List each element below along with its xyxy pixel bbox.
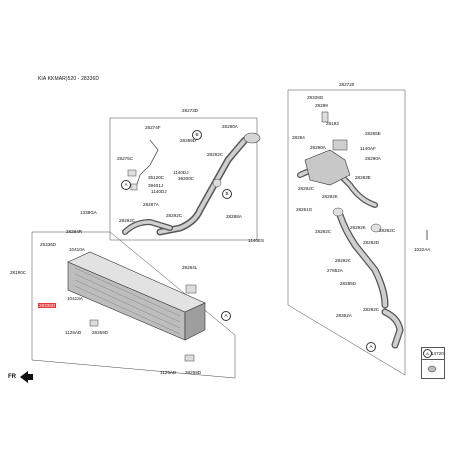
part-label[interactable]: 28289D (180, 138, 197, 143)
part-label[interactable]: 28284 (292, 135, 305, 140)
part-label[interactable]: 28292K (350, 225, 366, 230)
part-label[interactable]: 28352A (336, 313, 352, 318)
part-label[interactable]: 1140AF (360, 146, 376, 151)
intercooler-core (67, 251, 206, 341)
part-label[interactable]: 10410A (69, 247, 85, 252)
part-label[interactable]: 28273D (182, 108, 199, 113)
group-box-engine-side (287, 89, 406, 376)
part-label[interactable]: 28259D (92, 330, 109, 335)
clamp-right-b (370, 223, 382, 233)
callout-b[interactable]: B (222, 189, 232, 199)
part-label[interactable]: 10413A (67, 296, 83, 301)
wiring-bracket-part (134, 139, 159, 191)
part-label[interactable]: 28193 (326, 121, 339, 126)
legend-box: A 14720 (421, 347, 445, 379)
part-label[interactable]: 39401J (148, 183, 164, 188)
bracket-small (130, 183, 138, 191)
hose-lower-left-inner (123, 220, 172, 234)
callout-a[interactable]: A (121, 180, 131, 190)
part-label[interactable]: 28290A (310, 145, 326, 150)
part-label[interactable]: 28287A (143, 202, 159, 207)
clamp-right-a (332, 207, 344, 217)
part-label[interactable]: 28292C (166, 213, 183, 218)
part-label[interactable]: 1125AD (160, 370, 177, 375)
sensor-top-right (321, 111, 329, 123)
part-label[interactable]: 28288A (226, 214, 242, 219)
part-label[interactable]: 28292C (298, 186, 315, 191)
part-label[interactable]: 28289 (315, 103, 328, 108)
fr-arrow (20, 371, 33, 383)
part-label[interactable]: 28292C (335, 258, 352, 263)
part-label[interactable]: 1022AA (414, 247, 431, 252)
part-label[interactable]: 1338GA (80, 210, 97, 215)
part-label[interactable]: 28292C (363, 307, 380, 312)
diagram-title: KIA KKMAR)520 - 28336D (38, 76, 100, 82)
part-label[interactable]: 28290A (222, 124, 238, 129)
intercooler-mount-upper (185, 284, 197, 294)
legend-header: A 14720 (422, 348, 444, 360)
legend-part-icon (427, 365, 437, 373)
callout-a[interactable]: A (366, 342, 376, 352)
group-box-intercooler (31, 231, 236, 379)
sensor-round-part (212, 178, 222, 188)
part-label[interactable]: 28328G (307, 95, 324, 100)
hose-right-mid-inner (337, 212, 388, 308)
throttle-housing (304, 149, 351, 186)
part-label-highlighted[interactable]: 28336D (38, 303, 57, 308)
part-label[interactable]: 28265E (365, 131, 381, 136)
part-label[interactable]: 35120C (148, 175, 165, 180)
part-label[interactable]: 28292C (315, 229, 332, 234)
part-label[interactable]: 28292C (379, 228, 396, 233)
part-label[interactable]: 28274F (145, 125, 161, 130)
part-label[interactable]: 28290A (365, 156, 381, 161)
part-label[interactable]: 1140ES (248, 238, 265, 243)
part-label[interactable]: 28275C (117, 156, 134, 161)
part-label[interactable]: 28261G (296, 207, 313, 212)
part-label[interactable]: 28292K (322, 194, 338, 199)
legend-callout-a: A (423, 349, 432, 358)
hose-clamp-top (243, 132, 261, 144)
part-label[interactable]: 39200C (178, 176, 195, 181)
part-label[interactable]: 28292C (119, 218, 136, 223)
part-label[interactable]: 28259D (185, 370, 202, 375)
hose-right-lower-inner (382, 309, 403, 348)
part-label[interactable]: 28285D (340, 281, 357, 286)
legend-code[interactable]: 14720 (431, 351, 444, 356)
callout-a[interactable]: A (221, 311, 231, 321)
hose-upper-left-inner (158, 138, 247, 234)
part-label[interactable]: 28284L (182, 265, 198, 270)
intercooler-bracket-right (184, 354, 195, 362)
callout-b[interactable]: B (192, 130, 202, 140)
part-label[interactable]: 28292C (207, 152, 224, 157)
part-label[interactable]: 282720 (339, 82, 355, 87)
actuator-part (332, 139, 348, 151)
part-label[interactable]: 28292D (363, 240, 380, 245)
sensor-bracket (127, 169, 137, 177)
part-label[interactable]: 1140DJ (173, 170, 189, 175)
intercooler-bracket-left (89, 319, 99, 327)
part-label[interactable]: 25336D (40, 242, 57, 247)
part-label[interactable]: 28190C (10, 270, 27, 275)
orientation-label: FR (8, 374, 16, 380)
part-label[interactable]: 28283E (355, 175, 371, 180)
group-box-turbo-side (109, 117, 258, 241)
part-label[interactable]: 27852A (327, 268, 343, 273)
part-label[interactable]: 1125AD (65, 330, 82, 335)
part-label[interactable]: 28284R (66, 229, 83, 234)
part-label[interactable]: 1140DJ (151, 189, 167, 194)
